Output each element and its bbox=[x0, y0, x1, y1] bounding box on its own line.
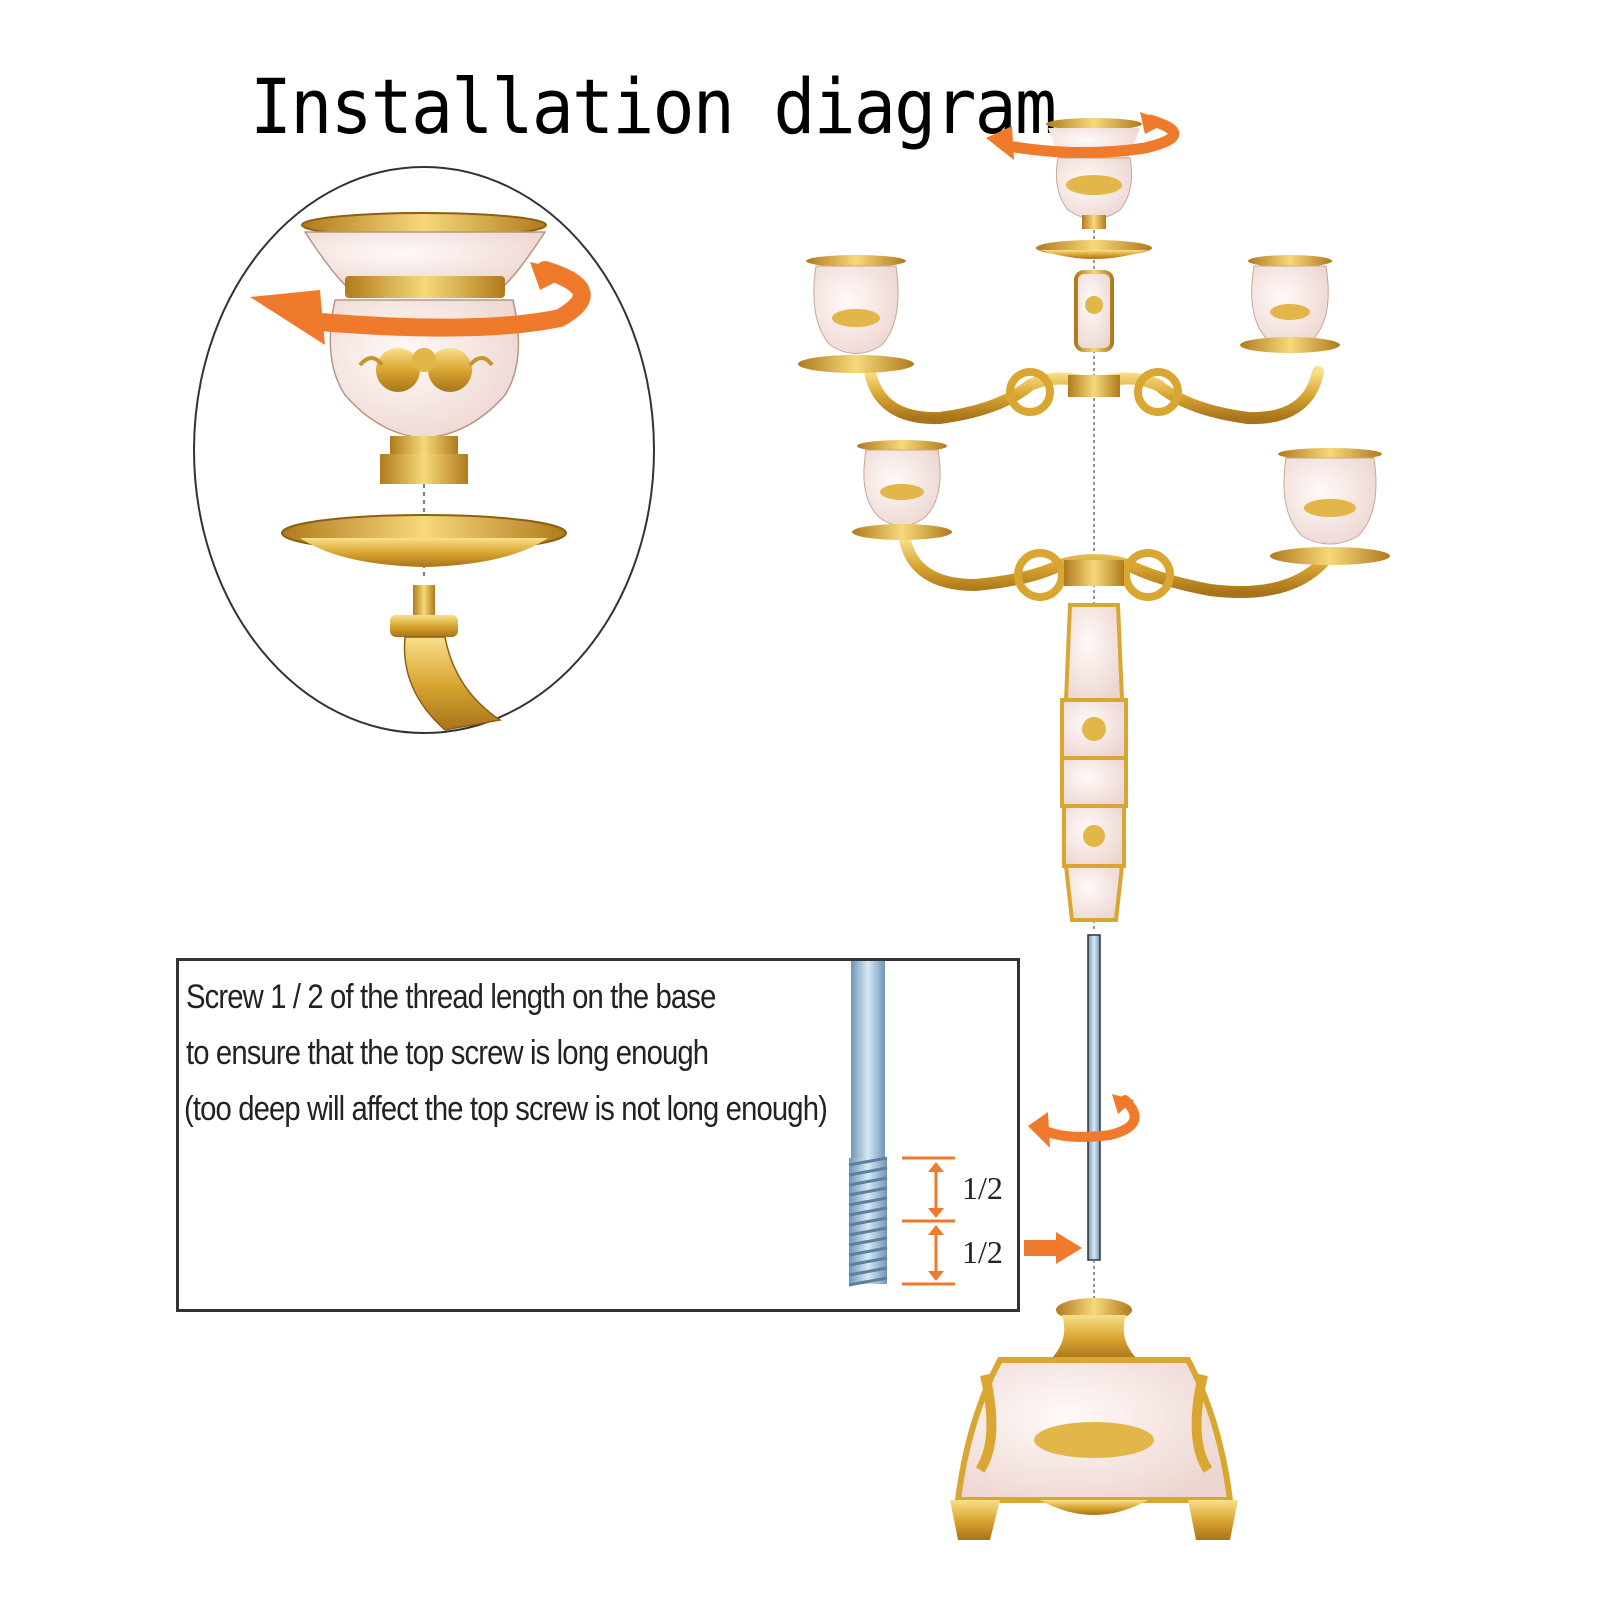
rotate-arrow-icon bbox=[986, 112, 1180, 160]
push-arrow-icon bbox=[1024, 1232, 1082, 1264]
instruction-line-3: (too deep will affect the top screw is n… bbox=[184, 1090, 828, 1128]
dimension-markers bbox=[902, 1156, 955, 1286]
screw-threads bbox=[848, 1156, 888, 1287]
main-column bbox=[1060, 603, 1128, 922]
screw-thread-detail bbox=[848, 958, 955, 1287]
rotate-arrow-icon bbox=[1028, 1094, 1140, 1148]
candelabra-base bbox=[950, 1298, 1238, 1540]
upper-half-label: 1/2 bbox=[962, 1170, 1003, 1206]
gold-rose-ornament bbox=[358, 348, 494, 392]
threaded-rod bbox=[1087, 934, 1101, 1261]
instruction-line-2: to ensure that the top screw is long eno… bbox=[186, 1034, 709, 1072]
candle-cup bbox=[852, 440, 952, 540]
detail-callout bbox=[193, 166, 655, 734]
lower-half-label: 1/2 bbox=[962, 1234, 1003, 1270]
instruction-box bbox=[176, 958, 1020, 1312]
candle-cup bbox=[1270, 448, 1390, 565]
candle-cup bbox=[1240, 255, 1340, 353]
candelabra bbox=[798, 112, 1390, 1540]
candle-cup bbox=[798, 255, 914, 373]
rotate-arrow-icon bbox=[250, 261, 591, 345]
instruction-line-1: Screw 1 / 2 of the thread length on the … bbox=[186, 978, 716, 1016]
